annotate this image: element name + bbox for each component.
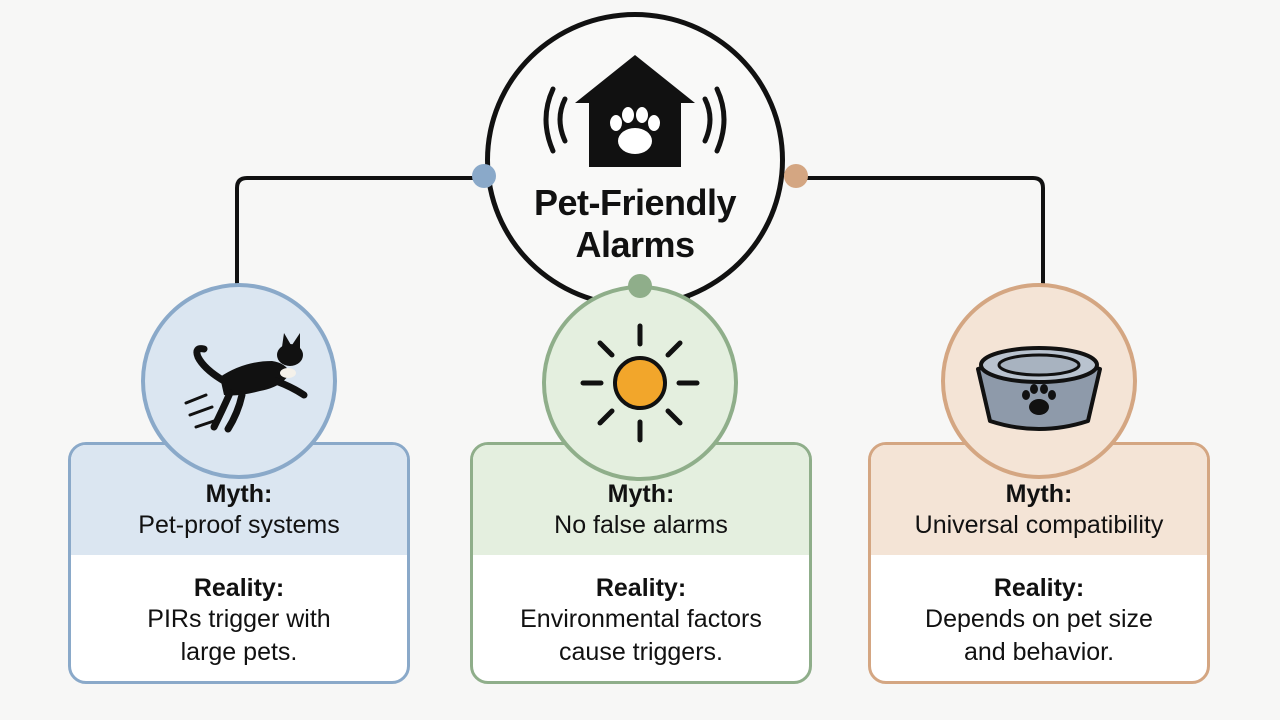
- reality-section: Reality: PIRs trigger with large pets.: [71, 555, 407, 669]
- myth-label: Myth:: [1005, 480, 1073, 508]
- reality-label: Reality:: [193, 574, 285, 602]
- branch-card-3: Myth: Universal compatibility Reality: D…: [868, 442, 1210, 684]
- branch-icon-circle-3: [941, 283, 1137, 479]
- pet-bowl-icon: [976, 346, 1102, 431]
- myth-label: Myth:: [205, 480, 273, 508]
- branch-icon-circle-1: [141, 283, 337, 479]
- reality-label: Reality:: [993, 574, 1085, 602]
- reality-text: PIRs trigger with large pets.: [147, 605, 331, 666]
- reality-text: Environmental factors cause triggers.: [520, 605, 762, 666]
- reality-section: Reality: Depends on pet size and behavio…: [871, 555, 1207, 669]
- hub-title-line1: Pet-Friendly: [533, 182, 737, 223]
- hub-circle: Pet-Friendly Alarms: [485, 12, 785, 308]
- reality-section: Reality: Environmental factors cause tri…: [473, 555, 809, 669]
- connector-left: [235, 176, 484, 290]
- house-paw-alarm-icon: [543, 55, 727, 167]
- myth-text: No false alarms: [554, 511, 728, 539]
- connector-dot-orange: [784, 164, 808, 188]
- hub-title: Pet-Friendly Alarms: [490, 182, 780, 266]
- myth-label: Myth:: [607, 480, 675, 508]
- connector-dot-blue: [472, 164, 496, 188]
- sun-icon: [580, 323, 700, 443]
- jumping-cat-icon: [184, 333, 308, 433]
- reality-label: Reality:: [595, 574, 687, 602]
- connector-dot-green: [628, 274, 652, 298]
- connector-right: [796, 176, 1045, 290]
- hub-title-line2: Alarms: [575, 224, 695, 265]
- branch-icon-circle-2: [542, 285, 738, 481]
- myth-text: Universal compatibility: [914, 511, 1164, 539]
- myth-text: Pet-proof systems: [138, 511, 340, 539]
- reality-text: Depends on pet size and behavior.: [925, 605, 1153, 666]
